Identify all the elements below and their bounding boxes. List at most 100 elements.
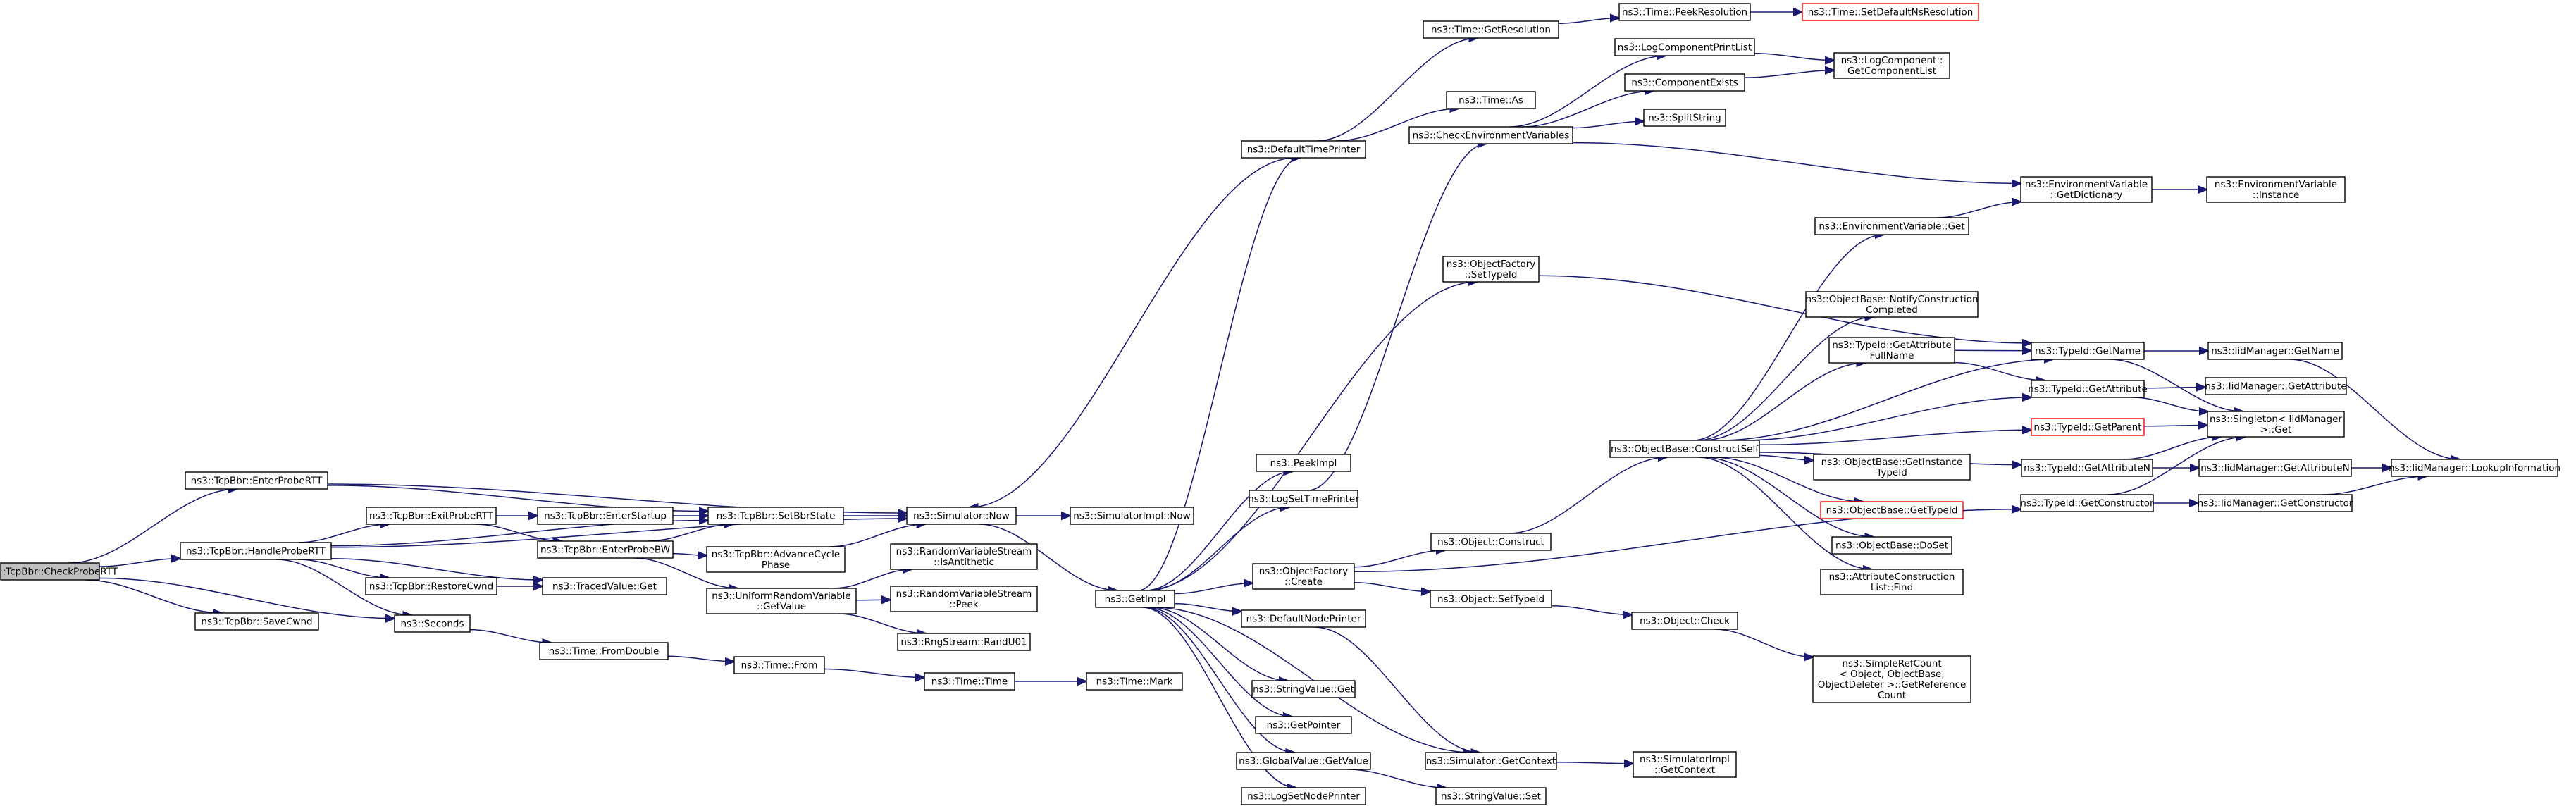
- node-isantithetic[interactable]: ns3::RandomVariableStream::IsAntithetic: [890, 543, 1038, 570]
- call-edge-checkenvvars-to-envvargetdict: [1572, 142, 2021, 184]
- call-edge-getimpl-to-defaultnodeprinter: [1174, 602, 1241, 612]
- node-urvgetvalue[interactable]: ns3::UniformRandomVariable::GetValue: [706, 588, 857, 614]
- node-iidgetconstructor[interactable]: ns3::IidManager::GetConstructor: [2198, 494, 2353, 512]
- call-edge-getimpl-to-getpointer: [1146, 607, 1292, 717]
- node-peekresolution[interactable]: ns3::Time::PeekResolution: [1618, 3, 1751, 21]
- call-edge-checkenvvars-to-logcompprintlist: [1509, 56, 1666, 128]
- node-iidgetattribute[interactable]: ns3::IidManager::GetAttribute: [2205, 377, 2347, 395]
- call-edge-defaultnodeprinter-to-simgetcontext: [1314, 626, 1480, 753]
- node-componentexists[interactable]: ns3::ComponentExists: [1624, 73, 1745, 92]
- node-logsettimeprinter[interactable]: ns3::LogSetTimePrinter: [1248, 490, 1359, 508]
- node-simimplnow[interactable]: ns3::SimulatorImpl::Now: [1070, 507, 1194, 525]
- node-iidgetattributen[interactable]: ns3::IidManager::GetAttributeN: [2198, 459, 2352, 477]
- node-box: [1249, 490, 1358, 508]
- node-label: ns3::LogSetNodePrinter: [1247, 791, 1360, 803]
- node-timetime[interactable]: ns3::Time::Time: [924, 672, 1015, 691]
- node-label: ns3::ObjectFactory: [1259, 566, 1349, 577]
- call-edge-checkprobertt-to-seconds: [99, 577, 395, 619]
- node-randu01[interactable]: ns3::RngStream::RandU01: [897, 633, 1031, 651]
- node-label: ::Instance: [2253, 190, 2300, 201]
- node-box: [1086, 672, 1183, 691]
- node-setbbrstate[interactable]: ns3::TcpBbr::SetBbrState: [707, 507, 844, 525]
- node-box: [707, 507, 844, 525]
- node-objectcheck[interactable]: ns3::Object::Check: [1631, 612, 1738, 630]
- node-simgetcontext[interactable]: ns3::Simulator::GetContext: [1425, 752, 1557, 770]
- node-objectconstruct[interactable]: ns3::Object::Construct: [1430, 533, 1552, 551]
- node-defaulttimeprinter[interactable]: ns3::DefaultTimePrinter: [1241, 140, 1366, 159]
- node-setdefaultnsres[interactable]: ns3::Time::SetDefaultNsResolution: [1802, 3, 1979, 21]
- node-objfactorysettypeid[interactable]: ns3::ObjectFactory::SetTypeId: [1442, 256, 1540, 283]
- node-timefrom[interactable]: ns3::Time::From: [733, 656, 825, 674]
- call-edge-getattributefullname-to-typeidgetattribute: [1954, 361, 2045, 380]
- node-timemark[interactable]: ns3::Time::Mark: [1086, 672, 1183, 691]
- node-label: ns3::Time::GetResolution: [1431, 25, 1551, 36]
- node-handleprobertt[interactable]: ns3::TcpBbr::HandleProbeRTT: [180, 542, 332, 560]
- node-typeidgetconstructor[interactable]: ns3::TypeId::GetConstructor: [2020, 494, 2154, 512]
- node-fromdouble[interactable]: ns3::Time::FromDouble: [539, 642, 669, 660]
- node-singletonget[interactable]: ns3::Singleton< IidManager>::Get: [2207, 411, 2345, 438]
- node-box: [1831, 536, 1952, 555]
- node-getimpl[interactable]: ns3::GetImpl: [1095, 590, 1175, 608]
- node-stringvalueset[interactable]: ns3::StringValue::Set: [1435, 787, 1547, 805]
- node-label: ::IsAntithetic: [934, 557, 994, 568]
- node-objbasegettypeid[interactable]: ns3::ObjectBase::GetTypeId: [1820, 501, 1964, 519]
- call-edge-getimpl-to-simgetcontext: [1153, 607, 1472, 753]
- node-timeas[interactable]: ns3::Time::As: [1446, 91, 1536, 109]
- node-label: ns3::StringValue::Get: [1253, 684, 1354, 695]
- node-typeidgetparent[interactable]: ns3::TypeId::GetParent: [2031, 418, 2145, 436]
- node-stringvalueget[interactable]: ns3::StringValue::Get: [1251, 680, 1356, 698]
- node-typeidgetattributen[interactable]: ns3::TypeId::GetAttributeN: [2021, 459, 2153, 477]
- node-typeidgetattribute[interactable]: ns3::TypeId::GetAttribute: [2028, 380, 2148, 398]
- node-iidgetname[interactable]: ns3::IidManager::GetName: [2207, 342, 2343, 360]
- node-checkprobertt[interactable]: ns3::TcpBbr::CheckProbeRTT: [0, 562, 118, 581]
- node-checkenvvars[interactable]: ns3::CheckEnvironmentVariables: [1408, 126, 1573, 144]
- node-box: [906, 507, 1017, 525]
- node-envvarget[interactable]: ns3::EnvironmentVariable::Get: [1814, 217, 1969, 235]
- node-label: GetComponentList: [1847, 66, 1936, 77]
- node-constructself[interactable]: ns3::ObjectBase::ConstructSelf: [1609, 440, 1760, 458]
- node-box: [1813, 454, 1971, 481]
- node-rvspeek[interactable]: ns3::RandomVariableStream::Peek: [890, 586, 1038, 612]
- node-box: [1624, 73, 1745, 92]
- node-simplerefcount[interactable]: ns3::SimpleRefCount< Object, ObjectBase,…: [1812, 655, 1971, 703]
- node-box: [1442, 256, 1540, 283]
- node-splitstring[interactable]: ns3::SplitString: [1643, 109, 1726, 127]
- node-restorecwnd[interactable]: ns3::TcpBbr::RestoreCwnd: [365, 577, 497, 595]
- node-getcomponentlist[interactable]: ns3::LogComponent::GetComponentList: [1833, 52, 1950, 79]
- node-tracedvalueget[interactable]: ns3::TracedValue::Get: [542, 577, 667, 595]
- node-getpointer[interactable]: ns3::GetPointer: [1255, 716, 1352, 734]
- node-label: ns3::Singleton< IidManager: [2210, 414, 2342, 425]
- node-getresolution[interactable]: ns3::Time::GetResolution: [1423, 20, 1559, 39]
- node-envvargetdict[interactable]: ns3::EnvironmentVariable::GetDictionary: [2020, 176, 2153, 203]
- node-peekimpl[interactable]: ns3::PeekImpl: [1256, 454, 1351, 472]
- node-simimplgetcontext[interactable]: ns3::SimulatorImpl::GetContext: [1633, 751, 1737, 778]
- node-objfactorycreate[interactable]: ns3::ObjectFactory::Create: [1252, 563, 1355, 590]
- node-label: ns3::StringValue::Set: [1441, 791, 1541, 803]
- node-box: [2207, 342, 2343, 360]
- node-logcompprintlist[interactable]: ns3::LogComponentPrintList: [1614, 38, 1755, 56]
- node-simnow[interactable]: ns3::Simulator::Now: [906, 507, 1017, 525]
- node-iidlookupinformation[interactable]: ns3::IidManager::LookupInformation: [2389, 459, 2560, 477]
- node-defaultnodeprinter[interactable]: ns3::DefaultNodePrinter: [1241, 609, 1366, 628]
- node-enterprobebw[interactable]: ns3::TcpBbr::EnterProbeBW: [537, 540, 674, 559]
- node-notifyconstruction[interactable]: ns3::ObjectBase::NotifyConstructionCompl…: [1805, 291, 1979, 318]
- node-savecwnd[interactable]: ns3::TcpBbr::SaveCwnd: [194, 612, 319, 631]
- call-edge-getimpl-to-objfactorycreate: [1174, 583, 1253, 595]
- node-label: ns3::SimpleRefCount: [1842, 658, 1941, 669]
- node-enterstartup[interactable]: ns3::TcpBbr::EnterStartup: [537, 507, 674, 525]
- node-seconds[interactable]: ns3::Seconds: [394, 614, 471, 633]
- node-exitprobertt[interactable]: ns3::TcpBbr::ExitProbeRTT: [366, 507, 497, 525]
- node-doset[interactable]: ns3::ObjectBase::DoSet: [1831, 536, 1952, 555]
- node-envvarinstance[interactable]: ns3::EnvironmentVariable::Instance: [2206, 176, 2346, 203]
- node-typeidgetname[interactable]: ns3::TypeId::GetName: [2031, 342, 2145, 360]
- node-label: ns3::IidManager::GetAttributeN: [2200, 463, 2349, 474]
- node-logsetnodeprinter[interactable]: ns3::LogSetNodePrinter: [1241, 787, 1366, 805]
- node-objectsettypeid[interactable]: ns3::Object::SetTypeId: [1430, 590, 1552, 608]
- node-globalvaluegetvalue[interactable]: ns3::GlobalValue::GetValue: [1236, 752, 1371, 770]
- node-enterprobertt[interactable]: ns3::TcpBbr::EnterProbeRTT: [185, 471, 328, 490]
- node-box: [194, 612, 319, 631]
